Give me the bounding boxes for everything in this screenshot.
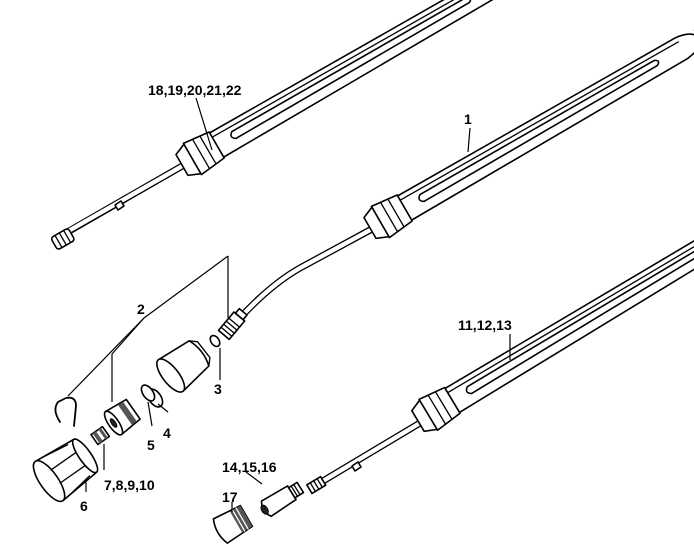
label-4: 4	[163, 425, 171, 441]
nozzle-14-16	[260, 481, 305, 518]
label-17: 17	[222, 489, 238, 505]
nozzle-tip-7-10	[90, 425, 111, 446]
o-ring-3	[209, 334, 221, 348]
callout-labels: 18,19,20,21,22 1 11,12,13 2 3 4 5 6 7,8,…	[80, 82, 512, 514]
nozzle-insert	[103, 398, 141, 436]
ring-5	[140, 384, 156, 402]
retaining-clip	[54, 396, 77, 427]
nozzle-17	[212, 504, 254, 544]
label-5: 5	[147, 437, 155, 453]
lance-11-13	[306, 187, 694, 495]
leader-lines	[67, 97, 511, 512]
lance-1	[217, 0, 694, 341]
lance-18-22	[50, 0, 558, 250]
label-6: 6	[80, 498, 88, 514]
label-1: 1	[464, 111, 472, 127]
knurled-cap-6	[32, 438, 99, 503]
label-14-16: 14,15,16	[222, 459, 277, 475]
label-7-10: 7,8,9,10	[104, 477, 155, 493]
label-2: 2	[137, 301, 145, 317]
label-18-22: 18,19,20,21,22	[148, 82, 242, 98]
nozzle-cap	[156, 339, 211, 393]
label-3: 3	[214, 381, 222, 397]
label-11-13: 11,12,13	[458, 317, 512, 333]
